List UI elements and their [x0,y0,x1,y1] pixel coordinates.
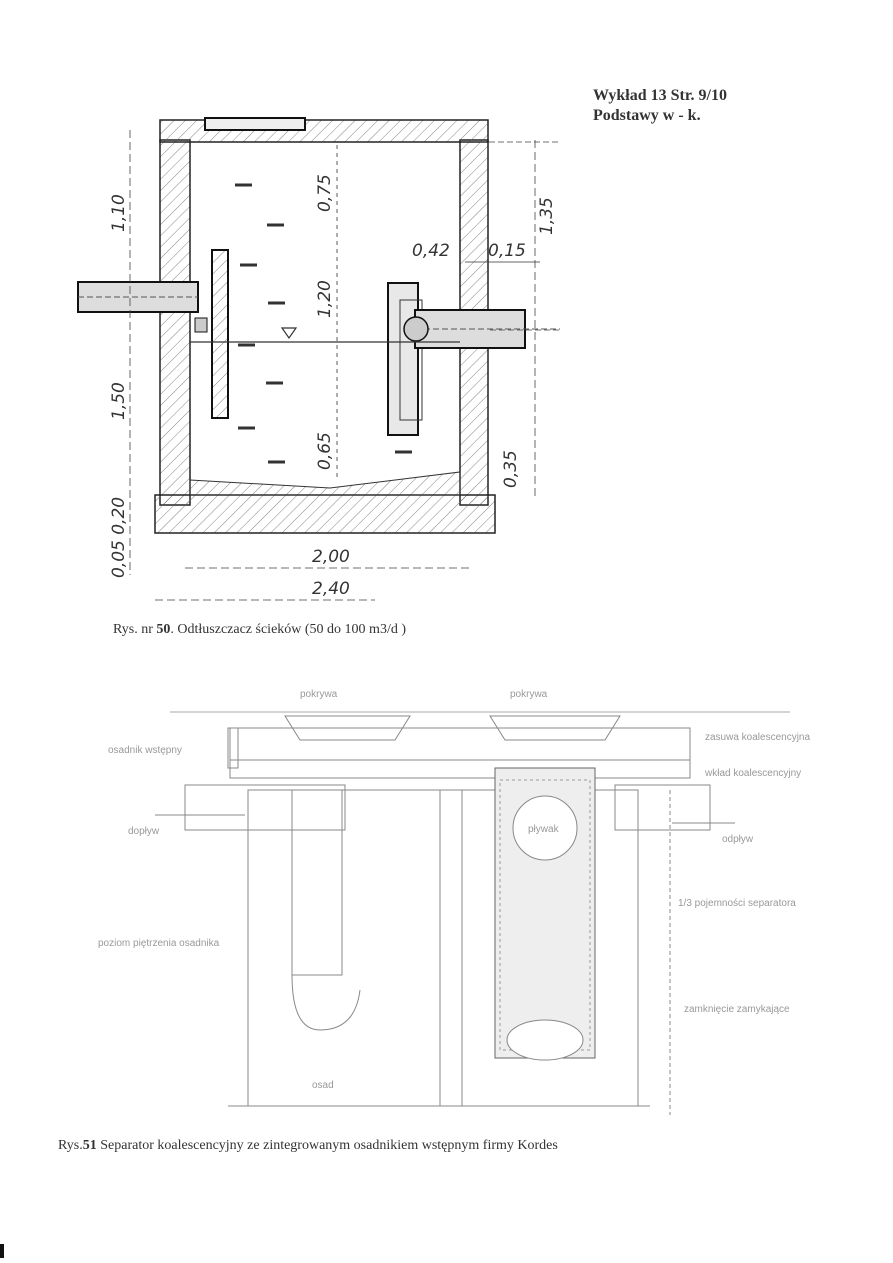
label-osadnik: osadnik wstępny [108,745,182,756]
caption-50-text: . Odtłuszczacz ścieków (50 do 100 m3/d ) [170,622,406,637]
label-pojemnosc: 1/3 pojemności separatora [678,898,796,909]
tank-interior [190,145,540,480]
dim-2-00: 2,00 [312,547,350,567]
caption-51-prefix: Rys. [58,1138,83,1153]
page-header: Wykład 13 Str. 9/10 Podstawy w - k. [593,86,727,126]
figure-51-drawing [155,711,790,1115]
dim-0-05-0-20: 0,05 0,20 [109,497,129,578]
scan-edge-mark [0,1244,4,1258]
inlet-pipe [77,281,208,333]
dimension-labels: 1,10 1,50 0,05 0,20 0,75 1,20 0,65 0,42 … [109,174,557,599]
dimension-lines [129,130,560,601]
figure-50-caption: Rys. nr 50. Odtłuszczacz ścieków (50 do … [113,622,406,638]
caption-50-number: 50 [156,622,171,637]
dim-2-40: 2,40 [312,579,350,599]
header-subject: Podstawy w - k. [593,107,701,124]
dim-1-10: 1,10 [109,194,129,232]
dim-1-35: 1,35 [537,197,557,235]
label-zasuwa: zasuwa koalescencyjna [705,732,810,743]
label-plywak: pływak [528,824,560,835]
label-lustro: poziom piętrzenia osadnika [98,938,220,949]
dim-0-15: 0,15 [488,241,526,261]
label-zamkniecie: zamknięcie zamykające [684,1004,790,1015]
header-lecture: Wykład 13 Str. 9/10 [593,87,727,104]
label-doplyw: dopływ [128,826,160,837]
outlet-assembly [387,282,560,436]
dim-0-75: 0,75 [315,174,335,212]
dim-0-42: 0,42 [412,241,450,261]
figure-51-caption: Rys.51 Separator koalescencyjny ze zinte… [58,1138,558,1154]
figure-51-labels: pokrywa pokrywa zasuwa koalescencyjna wk… [98,689,810,1091]
dim-1-20: 1,20 [315,280,335,318]
label-pokrywa-right: pokrywa [510,689,548,700]
inlet-baffle [211,249,229,419]
caption-51-text: Separator koalescencyjny ze zintegrowany… [96,1138,558,1153]
dim-0-65: 0,65 [315,432,335,470]
label-osad: osad [312,1080,334,1091]
label-wklad: wkład koalescencyjny [704,768,801,779]
caption-50-prefix: Rys. nr [113,622,157,637]
dim-0-35: 0,35 [501,450,521,488]
dim-1-50: 1,50 [109,382,129,420]
label-odplyw: odpływ [722,834,754,845]
label-pokrywa-left: pokrywa [300,689,338,700]
caption-51-number: 51 [82,1138,97,1153]
